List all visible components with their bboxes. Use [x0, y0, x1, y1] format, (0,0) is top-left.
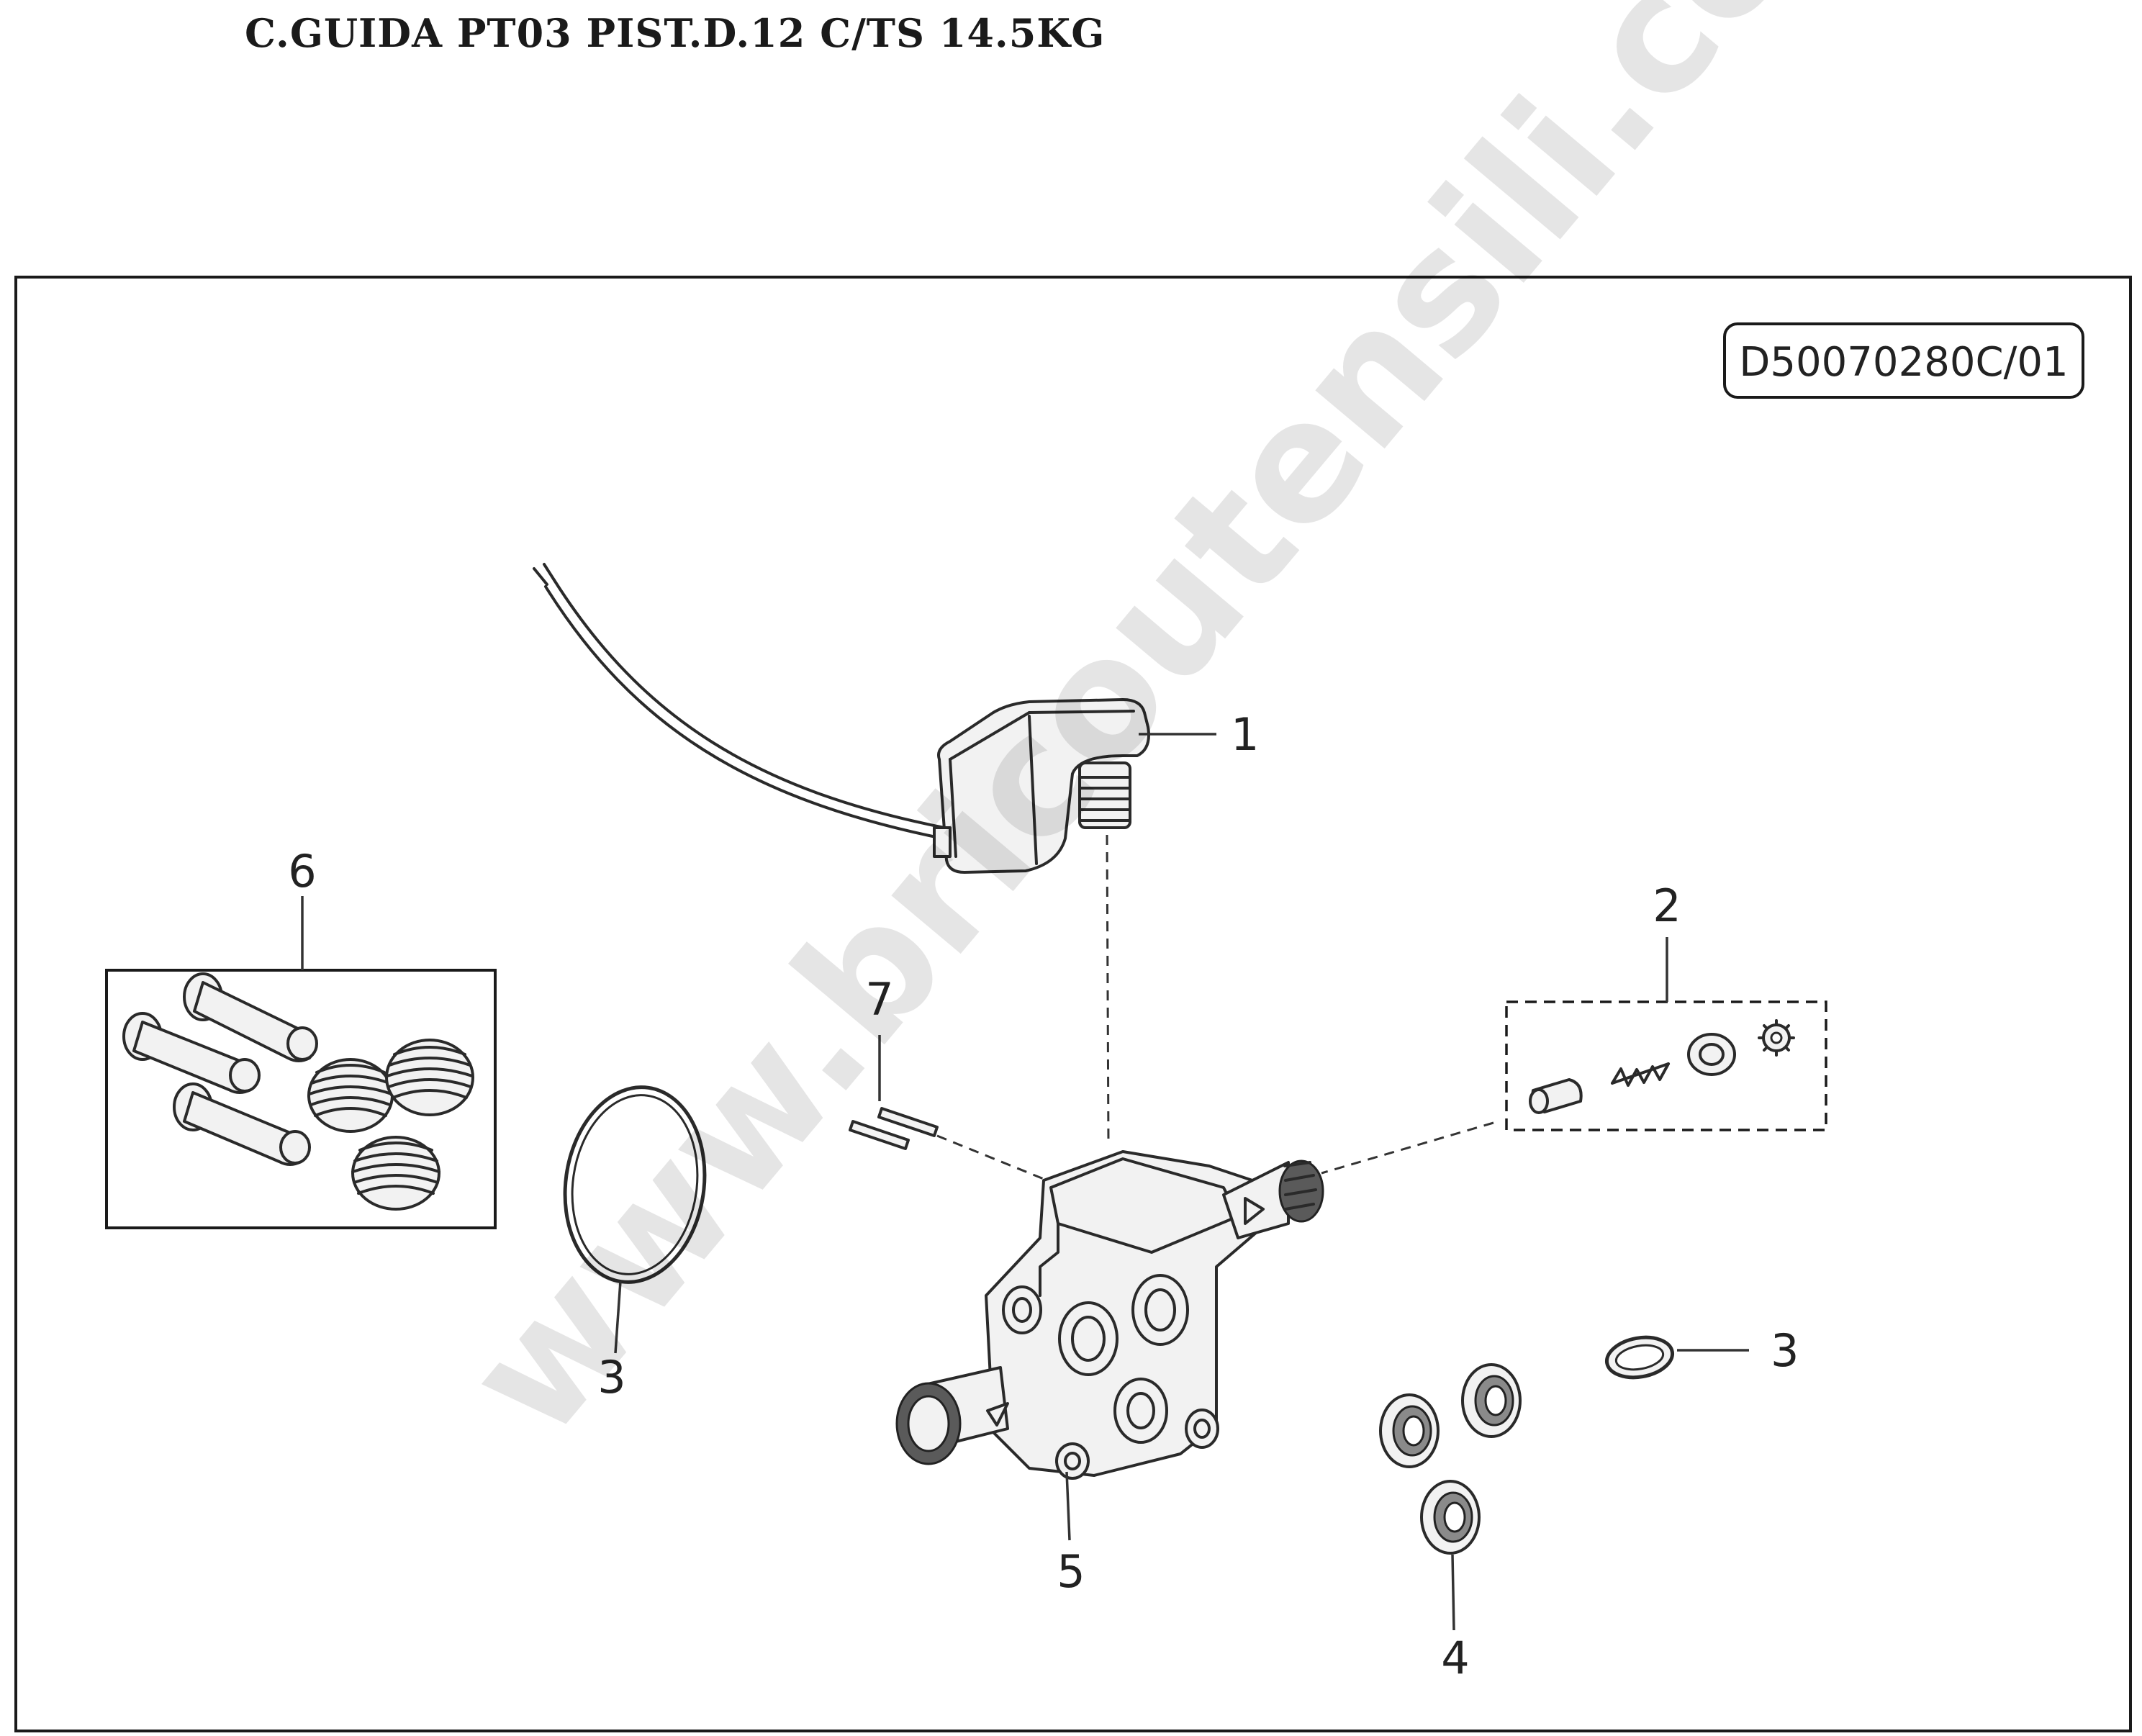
part-2-valve-kit [1505, 1000, 1827, 1131]
part-4-seal [1420, 1480, 1481, 1555]
callout-part-6: 6 [288, 845, 316, 898]
leader-part-5 [1065, 1471, 1071, 1541]
part-3-ring [1604, 1335, 1675, 1380]
callout-part-3-oring: 3 [597, 1351, 625, 1403]
leader-part-4 [1451, 1554, 1455, 1631]
part-2-valve-seat [1529, 1078, 1583, 1114]
diagram-frame [14, 276, 2132, 1732]
part-6-spring [385, 1039, 474, 1116]
part-5-inlet-thread [895, 1382, 962, 1465]
drawing-code-text: D50070280C/01 [1739, 339, 2068, 386]
part-6-piston [183, 972, 318, 1062]
leader-part-3-oring [614, 1280, 622, 1354]
part-1-plunger-spring [1078, 761, 1131, 829]
part-4-seal [1379, 1393, 1440, 1468]
part-4-seal [1461, 1363, 1522, 1438]
part-1-pressure-switch [533, 563, 1150, 874]
page-title: C.GUIDA PT03 PIST.D.12 C/TS 14.5KG [245, 10, 1106, 56]
part-6-piston-kit [105, 969, 497, 1229]
callout-part-3-ring: 3 [1771, 1324, 1799, 1377]
part-7-pins [849, 1107, 939, 1150]
assembly-line-part-2 [1321, 1121, 1494, 1175]
part-2-valve-washer [1758, 1019, 1795, 1057]
part-6-spring [351, 1136, 440, 1211]
drawing-code-label: D50070280C/01 [1723, 322, 2084, 399]
callout-part-7: 7 [865, 973, 893, 1026]
assembly-line-part-1 [1106, 834, 1110, 1145]
part-6-piston [173, 1082, 311, 1166]
callout-part-2: 2 [1653, 880, 1681, 932]
callout-part-1: 1 [1231, 708, 1259, 761]
part-6-spring [307, 1058, 394, 1133]
part-4-seals [1379, 1363, 1522, 1555]
part-6-piston [122, 1012, 261, 1094]
part-2-valve-spring [1611, 1062, 1670, 1087]
callout-part-4: 4 [1441, 1632, 1469, 1684]
assembly-line-part-7 [936, 1134, 1048, 1182]
callout-part-5: 5 [1057, 1545, 1085, 1598]
part-5-outlet-thread [1278, 1159, 1324, 1223]
part-2-valve-cage [1687, 1033, 1736, 1076]
part-5-pump-head [895, 1150, 1324, 1480]
